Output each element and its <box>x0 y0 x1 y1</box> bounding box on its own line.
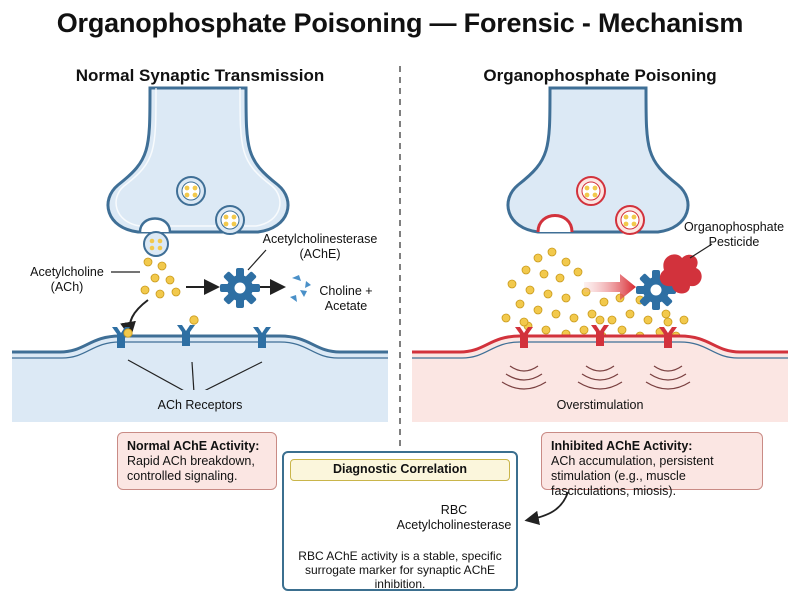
correlation-arrow <box>524 491 569 525</box>
right-panel-title: Organophosphate Poisoning <box>483 66 717 85</box>
diagnostic-text: RBC AChE activity is a stable, specific … <box>298 549 502 591</box>
left-panel-title: Normal Synaptic Transmission <box>75 66 325 85</box>
receptors-label: ACh Receptors <box>157 398 243 412</box>
breakdown-fragments <box>290 275 311 302</box>
release-pocket-right <box>536 214 574 233</box>
overstimulation-label: Overstimulation <box>556 398 644 412</box>
normal-activity-box: Normal AChE Activity: Rapid ACh breakdow… <box>117 432 277 490</box>
ach-label: Acetylcholine (ACh) <box>30 265 104 294</box>
vesicle <box>143 231 169 257</box>
page-title: Organophosphate Poisoning — Forensic - M… <box>56 8 744 38</box>
ach-receptor-icon <box>515 325 677 348</box>
normal-activity-text: Rapid ACh breakdown, controlled signalin… <box>127 454 255 483</box>
normal-activity-heading: Normal AChE Activity: <box>127 439 260 453</box>
vesicle <box>615 205 645 235</box>
rbc-ache-label: RBC Acetylcholinesterase <box>396 503 512 532</box>
diagnostic-correlation-box: Diagnostic Correlation RBC Acetylcholine… <box>282 451 518 591</box>
overstimulation-waves <box>501 365 691 390</box>
inhibition-arrow <box>584 274 636 300</box>
ache-label: Acetylcholinesterase (AChE) <box>262 232 378 261</box>
ach-molecules-left <box>140 257 181 299</box>
vesicle <box>176 176 206 206</box>
pesticide-label: Organophosphate Pesticide <box>683 220 785 249</box>
flow-arrow <box>120 299 149 338</box>
postsynaptic-membrane-left <box>12 336 388 390</box>
ache-enzyme-icon <box>220 268 260 308</box>
presynaptic-terminal-right <box>506 86 690 234</box>
inhibited-activity-text: ACh accumulation, persistent stimulation… <box>551 454 714 498</box>
inhibited-activity-box: Inhibited AChE Activity: ACh accumulatio… <box>541 432 763 498</box>
vesicle <box>215 205 245 235</box>
products-label: Choline + Acetate <box>319 284 373 313</box>
diagnostic-heading: Diagnostic Correlation <box>290 459 510 481</box>
pesticide-icon <box>659 254 702 294</box>
release-pocket-left <box>138 217 172 233</box>
vesicle <box>576 176 606 206</box>
presynaptic-terminal-left <box>106 86 290 234</box>
inhibited-activity-heading: Inhibited AChE Activity: <box>551 439 693 453</box>
postsynaptic-membrane-right <box>412 336 788 390</box>
